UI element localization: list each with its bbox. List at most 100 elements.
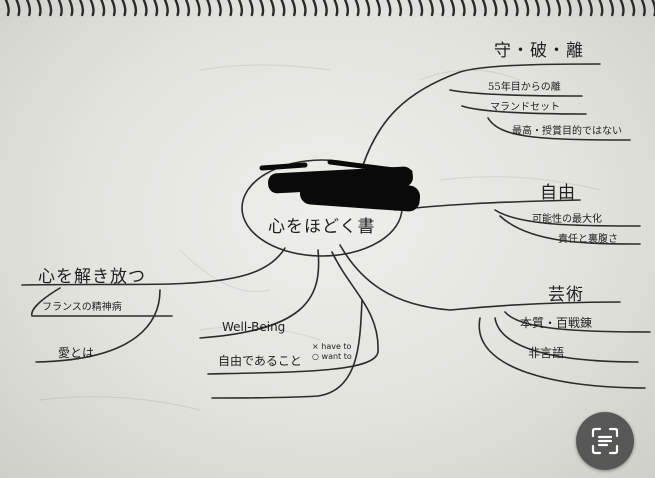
spiral-coil bbox=[365, 0, 371, 17]
geijutsu-item-1: 本質・百戦錬 bbox=[520, 316, 593, 330]
spiral-coil bbox=[619, 0, 625, 17]
spiral-coil bbox=[397, 0, 403, 17]
spiral-coil bbox=[375, 0, 381, 17]
spiral-coil bbox=[259, 0, 265, 17]
spiral-coil bbox=[513, 0, 519, 17]
spiral-coil bbox=[227, 0, 233, 17]
spiral-coil bbox=[47, 0, 53, 17]
spiral-coil bbox=[630, 0, 636, 17]
shuhari-item-2: マランドセット bbox=[490, 102, 560, 113]
spiral-coil bbox=[68, 0, 74, 17]
spiral-coil bbox=[57, 0, 63, 17]
spiral-coil bbox=[418, 0, 424, 17]
sub-line-geijutsu-3 bbox=[478, 317, 646, 389]
spiral-coil bbox=[36, 0, 42, 17]
spiral-coil bbox=[153, 0, 159, 17]
spiral-coil bbox=[333, 0, 339, 17]
sub-line-kaihou-2 bbox=[35, 289, 161, 363]
branch-line-shuhari bbox=[361, 63, 601, 169]
center-title: 心をほどく書 bbox=[268, 217, 376, 237]
branch-line-kaihou bbox=[21, 247, 286, 286]
sub-line-wellbeing-2 bbox=[211, 299, 363, 399]
spiral-coil bbox=[534, 0, 540, 17]
spiral-coil bbox=[216, 0, 222, 17]
spiral-coil bbox=[185, 0, 191, 17]
kaihou-item-1: フランスの精神病 bbox=[42, 302, 122, 313]
spiral-coil bbox=[238, 0, 244, 17]
spiral-coil bbox=[439, 0, 445, 17]
spiral-binding bbox=[4, 0, 655, 17]
spiral-coil bbox=[269, 0, 275, 17]
spiral-coil bbox=[121, 0, 127, 17]
spiral-coil bbox=[163, 0, 169, 17]
sub-line-geijutsu-1 bbox=[504, 311, 651, 333]
spiral-coil bbox=[206, 0, 212, 17]
spiral-coil bbox=[577, 0, 583, 17]
spiral-coil bbox=[640, 0, 646, 17]
wellbeing-item: 自由であること bbox=[218, 354, 302, 368]
spiral-coil bbox=[503, 0, 509, 17]
spiral-coil bbox=[248, 0, 254, 17]
spiral-coil bbox=[428, 0, 434, 17]
branch-title-kaihou: 心を解き放つ bbox=[38, 267, 146, 287]
spiral-coil bbox=[301, 0, 307, 17]
spiral-coil bbox=[471, 0, 477, 17]
text-scan-button[interactable] bbox=[576, 412, 634, 470]
sub-line-shuhari-2 bbox=[461, 105, 587, 115]
branch-title-wellbeing: Well-Being bbox=[222, 320, 286, 334]
branch-line-wellbeing bbox=[199, 249, 320, 339]
spiral-coil bbox=[15, 0, 21, 17]
spiral-coil bbox=[100, 0, 106, 17]
spiral-coil bbox=[556, 0, 562, 17]
spiral-coil bbox=[407, 0, 413, 17]
spiral-coil bbox=[174, 0, 180, 17]
redaction-scribble bbox=[259, 159, 421, 212]
branch-title-geijutsu: 芸術 bbox=[548, 285, 584, 305]
spiral-coil bbox=[598, 0, 604, 17]
branch-line-geijutsu bbox=[339, 244, 621, 311]
spiral-coil bbox=[524, 0, 530, 17]
spiral-coil bbox=[386, 0, 392, 17]
spiral-coil bbox=[460, 0, 466, 17]
spiral-coil bbox=[89, 0, 95, 17]
sub-line-kaihou-1 bbox=[31, 287, 173, 317]
branch-title-jiyu: 自由 bbox=[540, 183, 576, 203]
spiral-coil bbox=[312, 0, 318, 17]
spiral-coil bbox=[609, 0, 615, 17]
spiral-coil bbox=[344, 0, 350, 17]
sub-line-jiyu-1 bbox=[494, 209, 641, 227]
spiral-coil bbox=[587, 0, 593, 17]
spiral-coil bbox=[322, 0, 328, 17]
wellbeing-note-want: ○ want to bbox=[312, 352, 352, 361]
text-scan-icon bbox=[591, 427, 619, 455]
spiral-coil bbox=[4, 0, 10, 17]
spiral-coil bbox=[492, 0, 498, 17]
sub-line-wellbeing-1 bbox=[207, 251, 379, 375]
branch-title-shuhari: 守・破・離 bbox=[494, 41, 584, 61]
spiral-coil bbox=[195, 0, 201, 17]
jiyu-item-1: 可能性の最大化 bbox=[532, 214, 602, 225]
shuhari-item-1: 55年目からの離 bbox=[488, 82, 561, 93]
sub-line-shuhari-1 bbox=[449, 89, 583, 97]
spiral-coil bbox=[280, 0, 286, 17]
geijutsu-item-2: 非言語 bbox=[528, 346, 565, 360]
spiral-coil bbox=[481, 0, 487, 17]
spiral-coil bbox=[566, 0, 572, 17]
sub-line-shuhari-3 bbox=[487, 117, 631, 141]
shuhari-item-3: 最高・授賞目的ではない bbox=[512, 126, 622, 137]
jiyu-item-2: 責任と裏腹さ bbox=[558, 234, 618, 245]
spiral-coil bbox=[545, 0, 551, 17]
spiral-coil bbox=[354, 0, 360, 17]
sub-line-jiyu-2 bbox=[499, 215, 641, 245]
spiral-coil bbox=[142, 0, 148, 17]
spiral-coil bbox=[26, 0, 32, 17]
spiral-coil bbox=[79, 0, 85, 17]
sub-line-geijutsu-2 bbox=[494, 317, 639, 363]
spiral-coil bbox=[291, 0, 297, 17]
wellbeing-note-have: × have to bbox=[312, 342, 352, 351]
spiral-coil bbox=[450, 0, 456, 17]
spiral-coil bbox=[132, 0, 138, 17]
spiral-coil bbox=[110, 0, 116, 17]
